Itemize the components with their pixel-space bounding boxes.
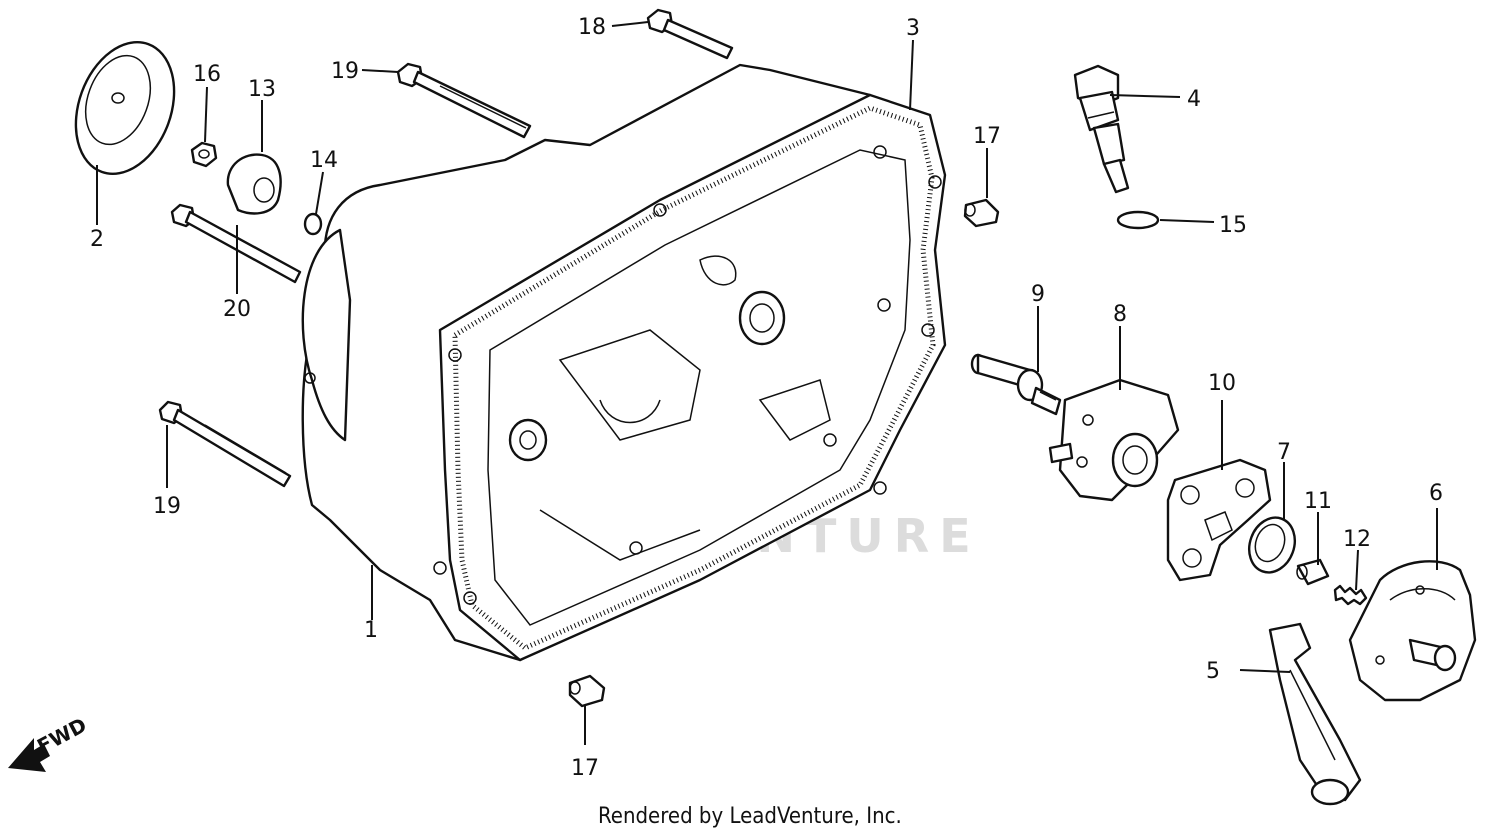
callout-20: 20: [223, 297, 251, 322]
part-washer: [1116, 210, 1160, 230]
part-bolt-19-top: [396, 62, 532, 139]
part-bolt-20: [170, 203, 302, 284]
part-gasket-plate: [1166, 458, 1272, 582]
callout-12: 12: [1343, 527, 1371, 552]
callout-17-bottom: 17: [571, 756, 599, 781]
callout-16: 16: [193, 62, 221, 87]
part-arm: [1268, 622, 1362, 806]
part-grommet: [226, 153, 282, 215]
part-oil-seal: [1248, 516, 1296, 574]
forward-direction-indicator: FWD: [8, 713, 91, 772]
part-spring: [1333, 584, 1368, 606]
part-dowel-pin-top: [963, 198, 1000, 228]
callout-17-top: 17: [973, 124, 1001, 149]
part-holder-plate: [1048, 378, 1180, 502]
callout-11: 11: [1304, 489, 1332, 514]
callout-8: 8: [1113, 302, 1127, 327]
part-bolt-19-left: [158, 400, 292, 488]
leader-lines: [96, 21, 1438, 745]
fwd-label: FWD: [33, 713, 90, 759]
callout-6: 6: [1429, 481, 1443, 506]
part-collar: [1296, 558, 1330, 586]
callout-19-top: 19: [331, 59, 359, 84]
part-lever-housing: [1348, 560, 1477, 702]
part-bolt-18: [646, 8, 734, 60]
render-credit: Rendered by LeadVenture, Inc.: [598, 804, 902, 829]
arrow-icon: [8, 738, 50, 772]
callout-4: 4: [1187, 87, 1201, 112]
callout-5: 5: [1206, 659, 1220, 684]
part-o-ring-small: [303, 212, 323, 236]
callout-2: 2: [90, 227, 104, 252]
callout-labels: 1 2 3 4 5 6 7 8 9 10 11 12 13 14 15 16 1…: [90, 15, 1443, 781]
part-cap: [74, 40, 176, 176]
callout-3: 3: [906, 16, 920, 41]
callout-15: 15: [1219, 213, 1247, 238]
callout-13: 13: [248, 77, 276, 102]
callout-9: 9: [1031, 282, 1045, 307]
callout-18: 18: [578, 15, 606, 40]
callout-14: 14: [310, 148, 338, 173]
part-crankcase-cover: [301, 63, 947, 662]
callout-1: 1: [364, 618, 378, 643]
callout-19-left: 19: [153, 494, 181, 519]
part-oil-level-switch: [1073, 64, 1130, 194]
callout-10: 10: [1208, 371, 1236, 396]
part-dowel-pin-bottom: [568, 674, 606, 708]
part-shaft-pin: [970, 353, 1062, 416]
part-nut: [190, 141, 218, 168]
callout-7: 7: [1277, 440, 1291, 465]
